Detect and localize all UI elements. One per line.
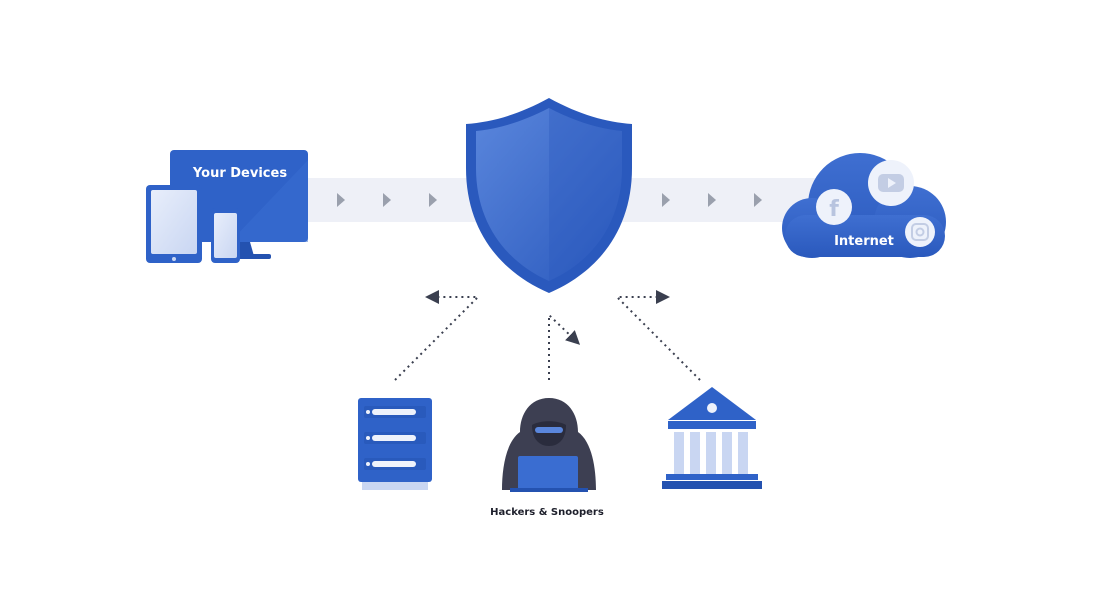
devices-label: Your Devices — [192, 166, 287, 181]
instagram-icon — [905, 217, 935, 247]
connector-hacker — [548, 312, 581, 380]
chevron-right-icon — [754, 193, 762, 207]
youtube-icon — [868, 160, 914, 206]
chevron-right-icon — [383, 193, 391, 207]
internet-cloud-icon: f Internet — [782, 153, 946, 258]
devices-icon: Your Devices — [146, 150, 308, 263]
server-icon — [358, 398, 432, 490]
government-building-icon — [662, 387, 762, 489]
vpn-shield-icon — [466, 98, 632, 293]
tunnel-chevrons-right — [662, 193, 762, 207]
facebook-icon: f — [816, 189, 852, 225]
connector-server — [394, 290, 481, 381]
hacker-icon — [502, 398, 596, 492]
chevron-right-icon — [708, 193, 716, 207]
chevron-right-icon — [662, 193, 670, 207]
chevron-right-icon — [337, 193, 345, 207]
svg-text:f: f — [829, 197, 839, 222]
internet-label: Internet — [834, 234, 894, 249]
chevron-right-icon — [429, 193, 437, 207]
tunnel-chevrons-left — [337, 193, 437, 207]
hackers-label: Hackers & Snoopers — [490, 507, 604, 518]
connector-government — [614, 290, 701, 381]
snooping-connectors — [394, 290, 701, 381]
